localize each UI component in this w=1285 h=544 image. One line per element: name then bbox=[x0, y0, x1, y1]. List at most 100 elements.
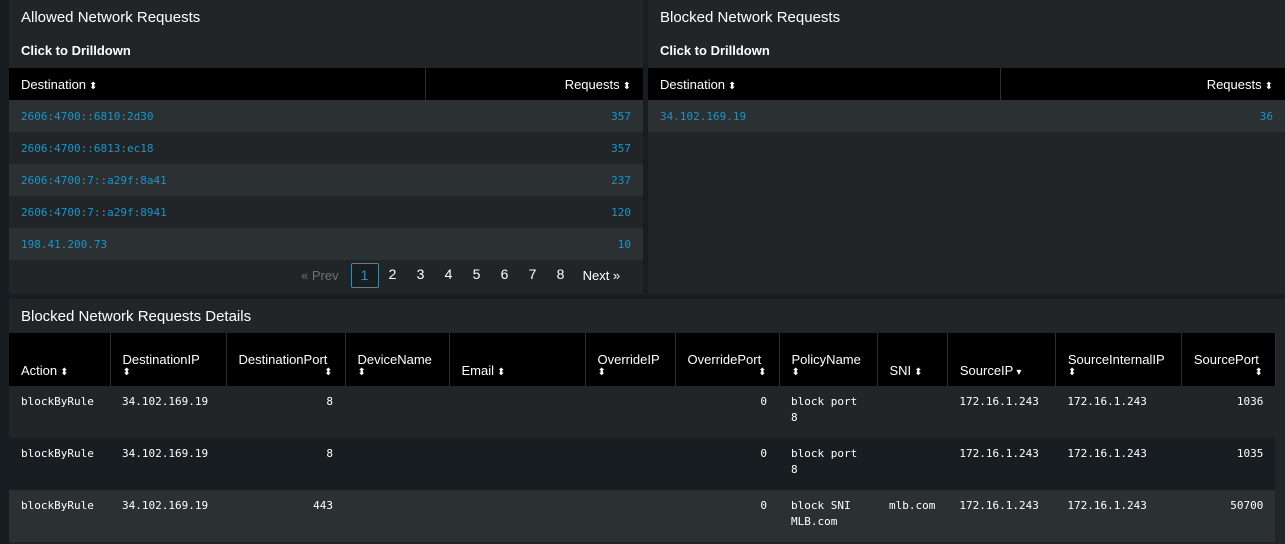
sort-icon: ⬍ bbox=[122, 367, 131, 378]
table-row[interactable]: blockByRule 34.102.169.19 443 0 block SN… bbox=[9, 490, 1276, 542]
requests-cell[interactable]: 357 bbox=[611, 141, 631, 155]
destination-ip-cell: 34.102.169.19 bbox=[122, 499, 209, 512]
column-header-sourceip[interactable]: SourceIP▾ bbox=[947, 333, 1056, 386]
sort-icon: ⬍ bbox=[497, 367, 506, 378]
source-internal-ip-cell: 172.16.1.243 bbox=[1067, 447, 1147, 460]
column-header-devicename[interactable]: DeviceName⬍ bbox=[345, 333, 450, 386]
panel-title: Blocked Network Requests Details bbox=[21, 308, 252, 325]
table-row[interactable]: 2606:4700:7::a29f:8941 120 bbox=[9, 196, 643, 228]
pagination: « Prev 1 2 3 4 5 6 7 8 Next » bbox=[301, 263, 620, 288]
destination-cell[interactable]: 2606:4700:7::a29f:8941 bbox=[21, 205, 167, 219]
page-1-button[interactable]: 1 bbox=[350, 263, 379, 288]
sort-icon: ⬍ bbox=[1254, 367, 1263, 378]
destination-port-cell: 8 bbox=[326, 395, 333, 408]
column-header-overrideip[interactable]: OverrideIP⬍ bbox=[585, 333, 676, 386]
next-page-button[interactable]: Next » bbox=[582, 268, 621, 283]
policy-name-cell: block SNI MLB.com bbox=[791, 499, 851, 528]
panel-title: Blocked Network Requests bbox=[660, 9, 841, 26]
sni-cell bbox=[877, 438, 947, 490]
table-header-row: Destination⬍ Requests⬍ bbox=[9, 68, 643, 100]
action-cell: blockByRule bbox=[21, 499, 94, 512]
action-cell: blockByRule bbox=[21, 395, 94, 408]
sort-icon: ⬍ bbox=[324, 367, 333, 378]
sni-cell: mlb.com bbox=[889, 499, 936, 512]
page-2-button[interactable]: 2 bbox=[388, 266, 397, 282]
source-ip-cell: 172.16.1.243 bbox=[959, 447, 1039, 460]
destination-cell[interactable]: 198.41.200.73 bbox=[21, 237, 108, 251]
email-cell bbox=[449, 438, 585, 490]
page-8-button[interactable]: 8 bbox=[556, 266, 565, 282]
column-header-sourceinternalip[interactable]: SourceInternalIP⬍ bbox=[1055, 333, 1182, 386]
destination-cell[interactable]: 34.102.169.19 bbox=[660, 109, 747, 123]
page-3-button[interactable]: 3 bbox=[416, 266, 425, 282]
source-ip-cell: 172.16.1.243 bbox=[959, 499, 1039, 512]
device-name-cell bbox=[345, 490, 449, 542]
destination-cell[interactable]: 2606:4700::6813:ec18 bbox=[21, 141, 154, 155]
sort-icon: ⬍ bbox=[728, 80, 737, 92]
allowed-requests-panel: Allowed Network Requests Click to Drilld… bbox=[9, 0, 643, 294]
sort-icon: ⬍ bbox=[758, 367, 767, 378]
page-6-button[interactable]: 6 bbox=[500, 266, 509, 282]
sort-icon: ⬍ bbox=[914, 367, 923, 378]
device-name-cell bbox=[345, 438, 449, 490]
column-header-requests[interactable]: Requests⬍ bbox=[1206, 76, 1273, 92]
table-row[interactable]: 2606:4700::6810:2d30 357 bbox=[9, 100, 643, 132]
blocked-requests-table: Destination⬍ Requests⬍ 34.102.169.19 36 bbox=[648, 68, 1285, 132]
email-cell bbox=[449, 490, 585, 542]
policy-name-cell: block port 8 bbox=[791, 395, 858, 424]
sort-descending-icon: ▾ bbox=[1016, 367, 1022, 378]
source-internal-ip-cell: 172.16.1.243 bbox=[1067, 395, 1147, 408]
override-port-cell: 0 bbox=[760, 447, 767, 460]
table-row[interactable]: 2606:4700::6813:ec18 357 bbox=[9, 132, 643, 164]
destination-ip-cell: 34.102.169.19 bbox=[122, 395, 209, 408]
override-ip-cell bbox=[585, 438, 675, 490]
table-row[interactable]: 2606:4700:7::a29f:8a41 237 bbox=[9, 164, 643, 196]
column-header-destination[interactable]: Destination⬍ bbox=[9, 68, 426, 100]
override-ip-cell bbox=[585, 490, 675, 542]
requests-cell[interactable]: 120 bbox=[611, 205, 631, 219]
table-header-row: Destination⬍ Requests⬍ bbox=[648, 68, 1285, 100]
sni-cell bbox=[877, 386, 947, 438]
source-ip-cell: 172.16.1.243 bbox=[959, 395, 1039, 408]
column-header-sourceport[interactable]: SourcePort⬍ bbox=[1181, 333, 1276, 386]
column-header-email[interactable]: Email⬍ bbox=[449, 333, 586, 386]
column-header-destination[interactable]: Destination⬍ bbox=[648, 68, 1001, 100]
page-5-button[interactable]: 5 bbox=[472, 266, 481, 282]
sort-icon: ⬍ bbox=[1264, 80, 1273, 92]
table-row[interactable]: blockByRule 34.102.169.19 8 0 block port… bbox=[9, 438, 1276, 490]
requests-cell[interactable]: 10 bbox=[617, 237, 631, 251]
column-header-requests[interactable]: Requests⬍ bbox=[564, 76, 631, 92]
device-name-cell bbox=[345, 386, 449, 438]
override-port-cell: 0 bbox=[760, 499, 767, 512]
table-header-row: Action⬍ DestinationIP⬍ DestinationPort⬍ … bbox=[9, 333, 1276, 386]
table-row[interactable]: 34.102.169.19 36 bbox=[648, 100, 1285, 132]
destination-port-cell: 443 bbox=[313, 499, 333, 512]
column-header-policyname[interactable]: PolicyName⬍ bbox=[779, 333, 878, 386]
column-header-destinationip[interactable]: DestinationIP⬍ bbox=[110, 333, 227, 386]
sort-icon: ⬍ bbox=[791, 367, 800, 378]
requests-cell[interactable]: 36 bbox=[1259, 109, 1273, 123]
sort-icon: ⬍ bbox=[597, 367, 606, 378]
panel-title: Allowed Network Requests bbox=[21, 9, 201, 26]
allowed-requests-table: Destination⬍ Requests⬍ 2606:4700::6810:2… bbox=[9, 68, 643, 260]
panel-subtitle: Click to Drilldown bbox=[21, 43, 131, 58]
table-row[interactable]: blockByRule 34.102.169.19 8 0 block port… bbox=[9, 386, 1276, 438]
page-4-button[interactable]: 4 bbox=[444, 266, 453, 282]
column-header-sni[interactable]: SNI⬍ bbox=[877, 333, 948, 386]
source-port-cell: 1036 bbox=[1236, 395, 1264, 408]
destination-ip-cell: 34.102.169.19 bbox=[122, 447, 209, 460]
prev-page-button[interactable]: « Prev bbox=[301, 268, 339, 283]
page-7-button[interactable]: 7 bbox=[528, 266, 537, 282]
column-header-overrideport[interactable]: OverridePort⬍ bbox=[675, 333, 780, 386]
requests-cell[interactable]: 237 bbox=[611, 173, 631, 187]
panel-subtitle: Click to Drilldown bbox=[660, 43, 770, 58]
requests-cell[interactable]: 357 bbox=[611, 109, 631, 123]
destination-cell[interactable]: 2606:4700::6810:2d30 bbox=[21, 109, 154, 123]
table-row[interactable]: 198.41.200.73 10 bbox=[9, 228, 643, 260]
source-port-cell: 50700 bbox=[1230, 499, 1264, 512]
policy-name-cell: block port 8 bbox=[791, 447, 858, 476]
column-header-destinationport[interactable]: DestinationPort⬍ bbox=[226, 333, 346, 386]
source-port-cell: 1035 bbox=[1236, 447, 1264, 460]
destination-cell[interactable]: 2606:4700:7::a29f:8a41 bbox=[21, 173, 167, 187]
column-header-action[interactable]: Action⬍ bbox=[9, 333, 111, 386]
